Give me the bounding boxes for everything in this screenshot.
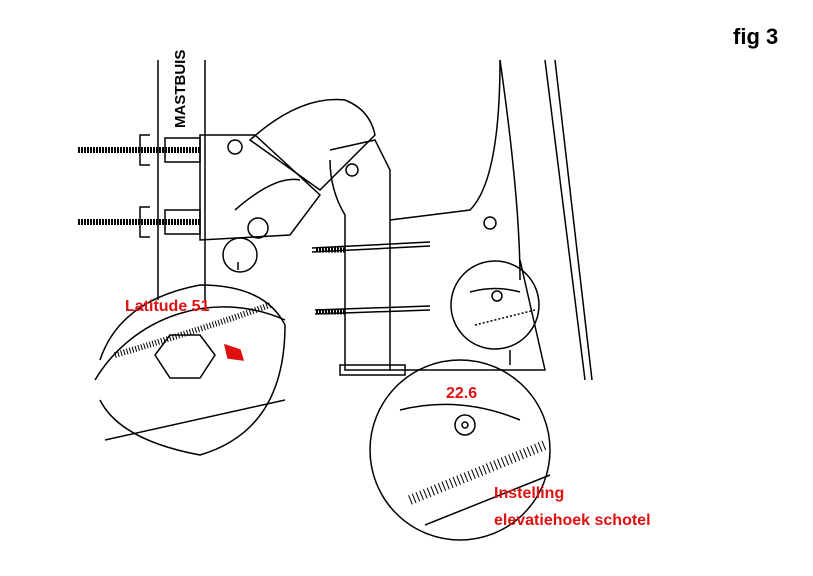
elevation-detail-circle [369, 359, 551, 541]
motor-head [248, 98, 406, 376]
adjustment-rods [311, 241, 431, 315]
bracket-plate [199, 134, 322, 241]
detail-circle-small [450, 260, 540, 350]
elevation-value: 22.6 [446, 385, 478, 402]
figure-label: fig 3 [733, 24, 779, 49]
dish-arm [389, 59, 593, 381]
latitude-detail-circle [94, 237, 286, 456]
mast-label: MASTBUIS [172, 49, 189, 128]
u-bolt-lower [78, 206, 201, 238]
latitude-label: Latitude 51 [125, 298, 210, 315]
caption-line-1: Instelling [494, 485, 565, 502]
caption-line-2: elevatiehoek schotel [494, 512, 651, 529]
u-bolt-upper [78, 134, 201, 166]
mast-pipe [157, 60, 206, 300]
